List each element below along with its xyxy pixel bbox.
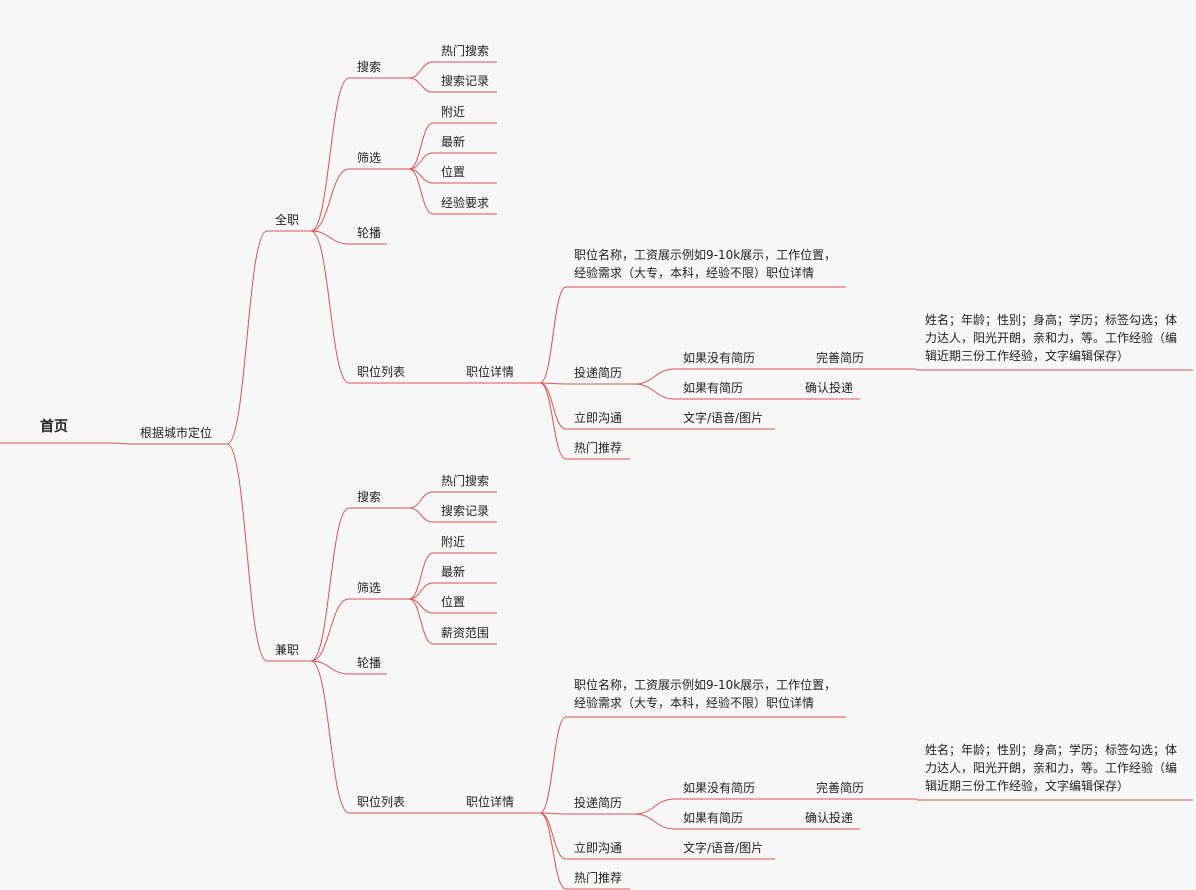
fulltime-search-to-fulltime-search-history-edge <box>408 77 434 93</box>
parttime-complete-resume-to-parttime-resume-fields-edge <box>915 798 918 801</box>
parttime-submit-resume-to-parttime-has-resume-edge <box>633 813 676 830</box>
fulltime-job-detail-to-fulltime-hot-recommend-edge <box>539 382 567 460</box>
fulltime-carousel[interactable]: 轮播 <box>357 226 381 240</box>
fulltime-confirm-submit[interactable]: 确认投递 <box>805 380 853 395</box>
parttime-chat-media[interactable]: 文字/语音/图片 <box>683 840 763 855</box>
parttime-search[interactable]: 搜索 <box>357 489 381 504</box>
parttime-job-detail-to-parttime-submit-resume-edge <box>539 812 567 815</box>
fulltime-filter-location[interactable]: 位置 <box>441 164 465 179</box>
parttime-job-list[interactable]: 职位列表 <box>357 794 405 809</box>
parttime-carousel[interactable]: 轮播 <box>357 656 381 670</box>
parttime-complete-resume[interactable]: 完善简历 <box>816 780 864 795</box>
fulltime-complete-resume-to-fulltime-resume-fields-edge <box>915 368 918 371</box>
fulltime-search-to-fulltime-search-hot-edge <box>408 61 434 79</box>
fulltime-resume-fields[interactable]: 姓名；年龄；性别；身高；学历；标签勾选；体力达人，阳光开朗，亲和力，等。工作经验… <box>925 312 1177 363</box>
parttime-job-detail[interactable]: 职位详情 <box>466 794 514 809</box>
parttime-filter-to-parttime-filter-latest-edge <box>408 582 434 600</box>
parttime-search-history[interactable]: 搜索记录 <box>441 503 489 518</box>
parttime-node-to-parttime-job-list-edge <box>310 660 350 814</box>
fulltime-hot-recommend[interactable]: 热门推荐 <box>574 440 622 455</box>
parttime-filter[interactable]: 筛选 <box>357 580 381 595</box>
fulltime-filter-latest[interactable]: 最新 <box>441 134 465 149</box>
parttime-filter-extra[interactable]: 薪资范围 <box>441 626 489 640</box>
fulltime-submit-resume-to-fulltime-no-resume-edge <box>633 368 676 385</box>
parttime-has-resume[interactable]: 如果有简历 <box>683 810 743 825</box>
fulltime-search-history[interactable]: 搜索记录 <box>441 73 489 88</box>
parttime-filter-location[interactable]: 位置 <box>441 594 465 609</box>
fulltime-node[interactable]: 全职 <box>275 212 299 227</box>
fulltime-node-to-fulltime-job-list-edge <box>310 230 350 384</box>
parttime-confirm-submit[interactable]: 确认投递 <box>805 810 853 825</box>
parttime-filter-to-parttime-filter-extra-edge <box>408 598 434 645</box>
parttime-resume-fields[interactable]: 姓名；年龄；性别；身高；学历；标签勾选；体力达人，阳光开朗，亲和力，等。工作经验… <box>925 742 1177 793</box>
city-locate-to-fulltime-node-edge <box>226 230 268 445</box>
parttime-job-detail-to-parttime-hot-recommend-edge <box>539 812 567 890</box>
parttime-job-summary[interactable]: 职位名称，工资展示例如9-10k展示，工作位置，经验需求（大专，本科，经验不限）… <box>574 677 836 710</box>
fulltime-filter-extra[interactable]: 经验要求 <box>441 195 489 210</box>
parttime-instant-chat[interactable]: 立即沟通 <box>574 840 622 855</box>
parttime-search-to-parttime-search-history-edge <box>408 507 434 523</box>
parttime-submit-resume-to-parttime-no-resume-edge <box>633 798 676 815</box>
fulltime-search[interactable]: 搜索 <box>357 59 381 74</box>
root-home[interactable]: 首页 <box>40 418 68 435</box>
fulltime-chat-media[interactable]: 文字/语音/图片 <box>683 410 763 425</box>
parttime-node[interactable]: 兼职 <box>275 643 299 657</box>
root-home-to-city-locate-edge <box>109 442 133 445</box>
parttime-node-to-parttime-search-edge <box>310 507 350 662</box>
parttime-search-hot[interactable]: 热门搜索 <box>441 473 489 488</box>
parttime-node-to-parttime-filter-edge <box>310 598 350 662</box>
fulltime-submit-resume-to-fulltime-has-resume-edge <box>633 383 676 400</box>
fulltime-job-detail-to-fulltime-job-summary-edge <box>539 286 567 384</box>
fulltime-complete-resume[interactable]: 完善简历 <box>816 350 864 365</box>
fulltime-submit-resume[interactable]: 投递简历 <box>574 365 622 380</box>
fulltime-job-detail-to-fulltime-submit-resume-edge <box>539 382 567 385</box>
parttime-job-detail-to-parttime-job-summary-edge <box>539 716 567 814</box>
parttime-no-resume[interactable]: 如果没有简历 <box>683 780 755 795</box>
fulltime-instant-chat[interactable]: 立即沟通 <box>574 410 622 425</box>
parttime-node-to-parttime-carousel-edge <box>310 660 350 675</box>
fulltime-search-hot[interactable]: 热门搜索 <box>441 43 489 58</box>
fulltime-filter-to-fulltime-filter-latest-edge <box>408 152 434 170</box>
fulltime-job-summary[interactable]: 职位名称，工资展示例如9-10k展示，工作位置，经验需求（大专，本科，经验不限）… <box>574 247 836 280</box>
fulltime-filter-to-fulltime-filter-extra-edge <box>408 168 434 215</box>
fulltime-has-resume[interactable]: 如果有简历 <box>683 380 743 395</box>
fulltime-filter[interactable]: 筛选 <box>357 150 381 165</box>
fulltime-node-to-fulltime-carousel-edge <box>310 230 350 245</box>
parttime-filter-nearby[interactable]: 附近 <box>441 535 465 549</box>
parttime-submit-resume[interactable]: 投递简历 <box>574 795 622 810</box>
parttime-filter-latest[interactable]: 最新 <box>441 564 465 579</box>
fulltime-no-resume[interactable]: 如果没有简历 <box>683 350 755 365</box>
parttime-filter-to-parttime-filter-nearby-edge <box>408 552 434 600</box>
fulltime-job-detail[interactable]: 职位详情 <box>466 364 514 379</box>
fulltime-node-to-fulltime-filter-edge <box>310 168 350 232</box>
fulltime-job-list[interactable]: 职位列表 <box>357 364 405 379</box>
city-locate[interactable]: 根据城市定位 <box>140 425 212 440</box>
fulltime-filter-nearby[interactable]: 附近 <box>441 105 465 119</box>
fulltime-node-to-fulltime-search-edge <box>310 77 350 232</box>
city-locate-to-parttime-node-edge <box>226 443 268 662</box>
fulltime-filter-to-fulltime-filter-nearby-edge <box>408 122 434 170</box>
parttime-search-to-parttime-search-hot-edge <box>408 491 434 509</box>
parttime-hot-recommend[interactable]: 热门推荐 <box>574 870 622 885</box>
